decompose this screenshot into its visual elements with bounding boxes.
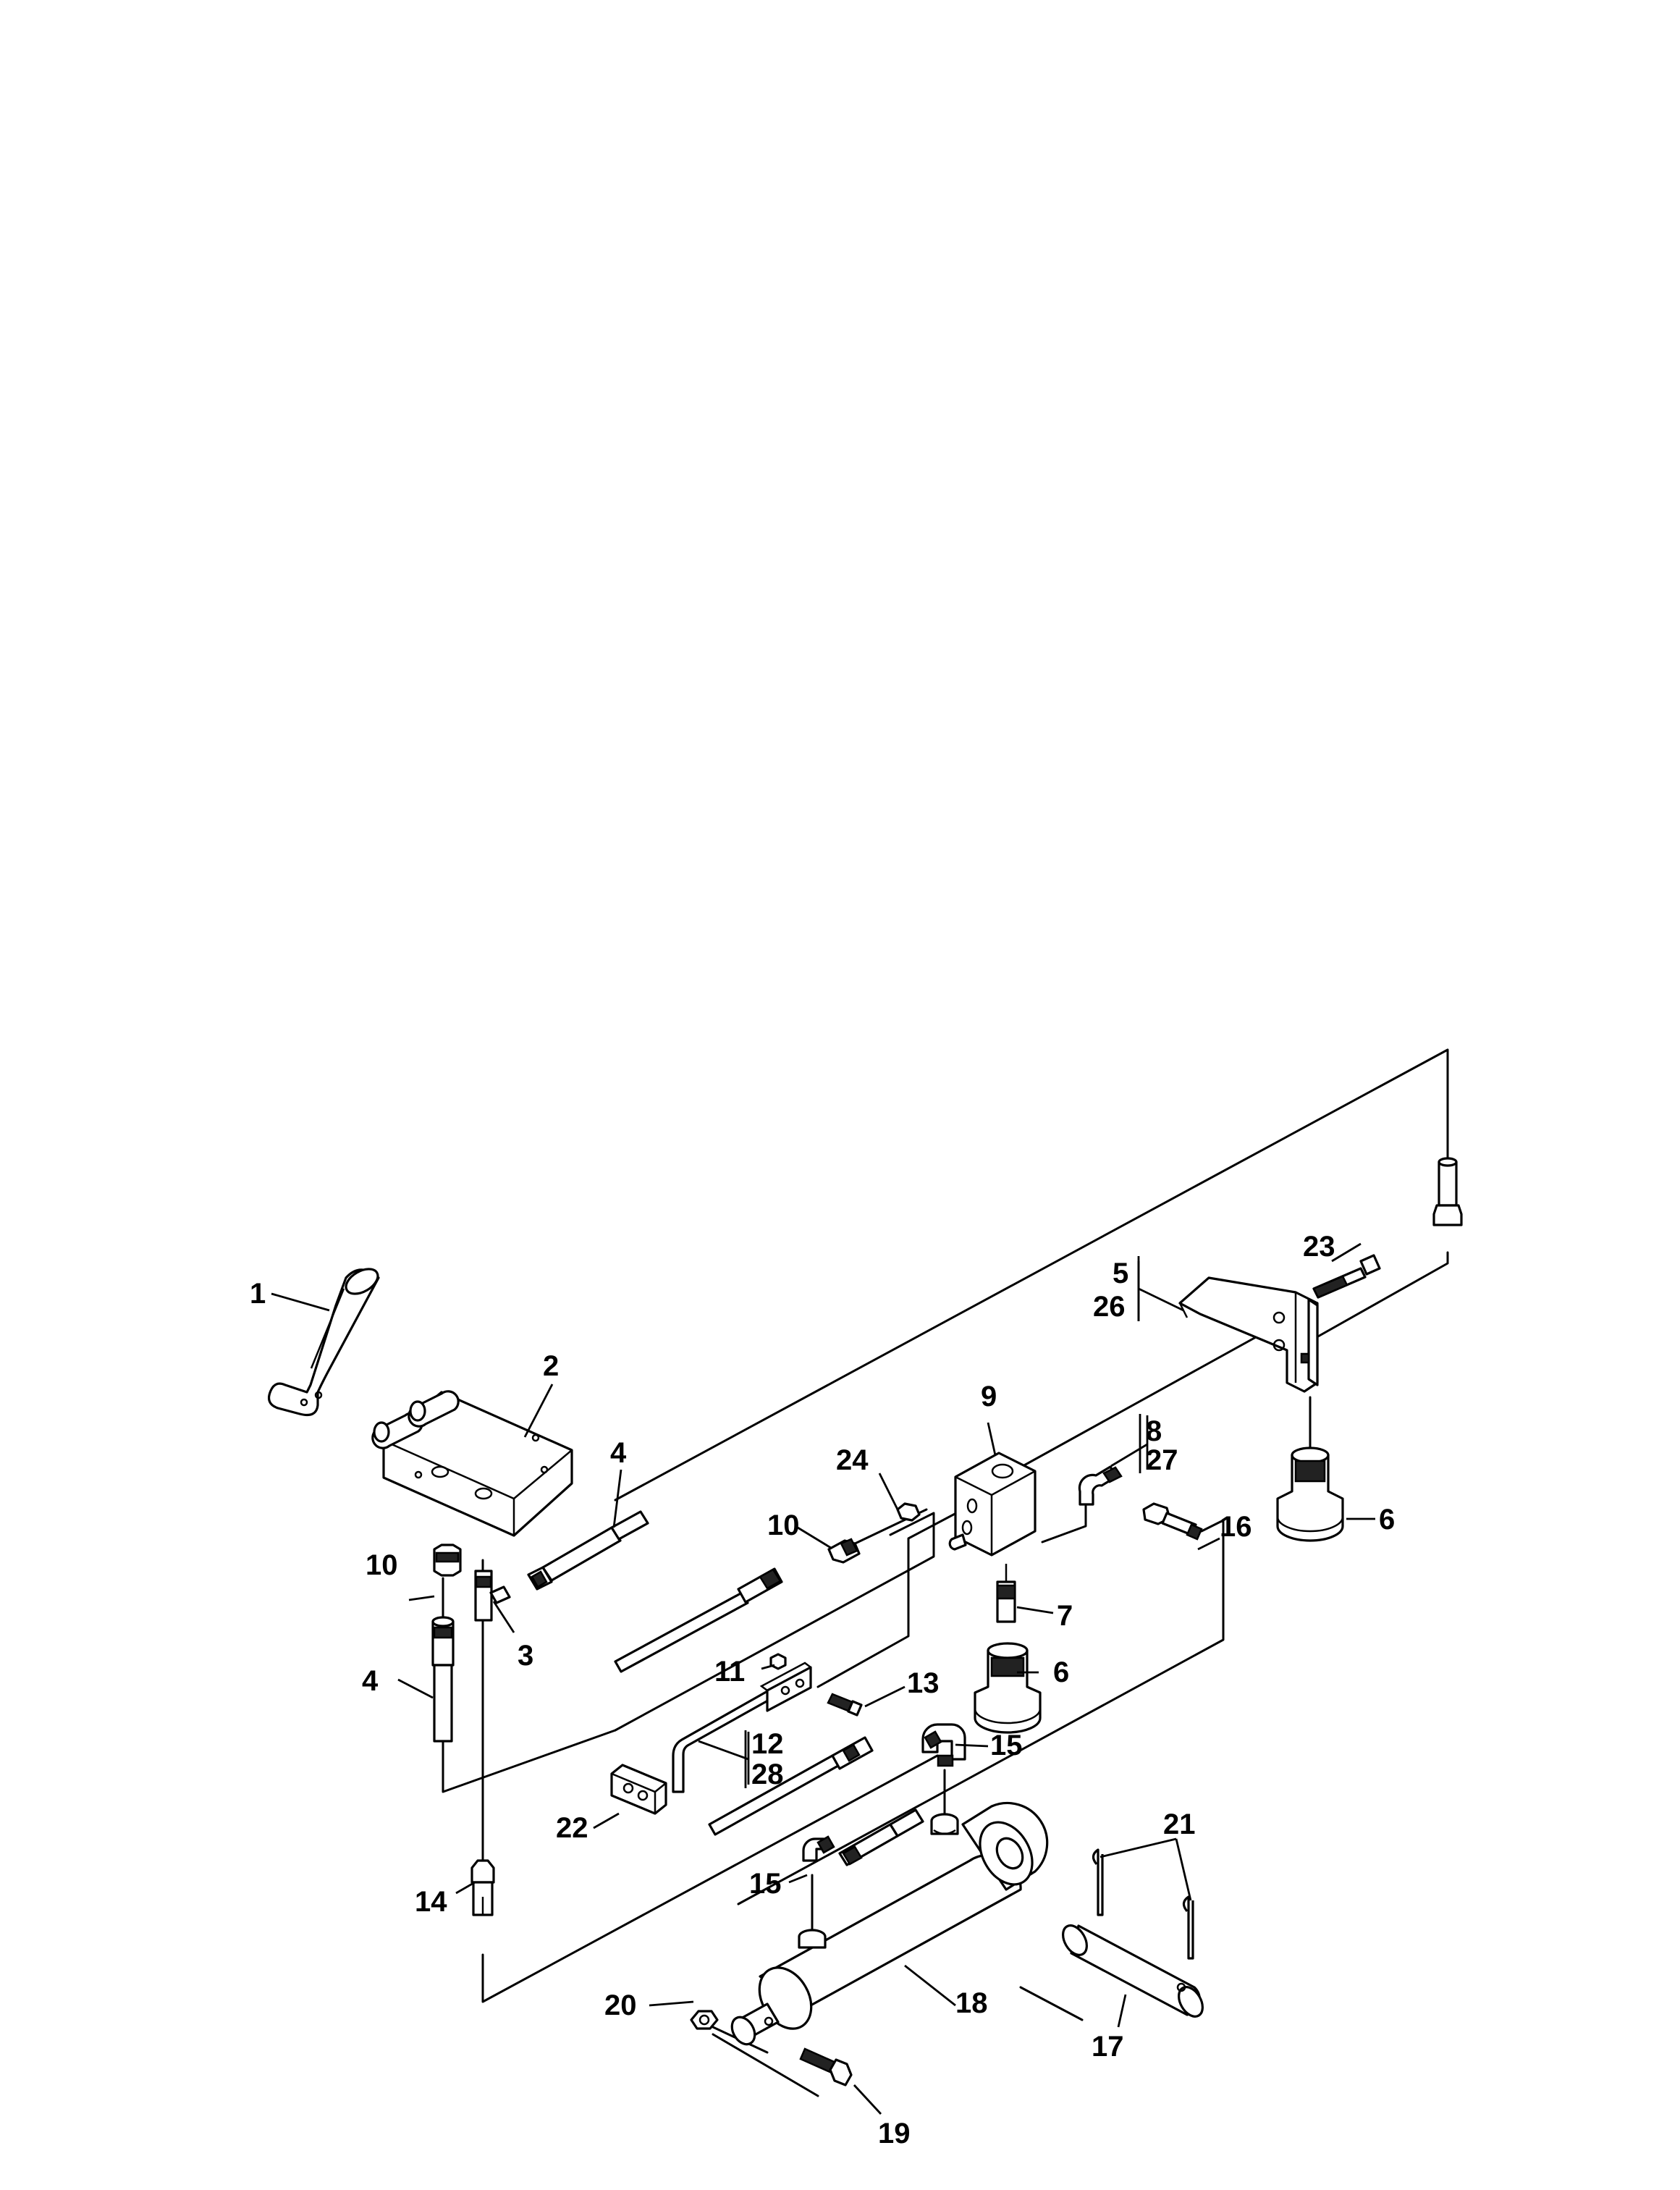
callout-19: 19 xyxy=(878,2118,911,2149)
callout-16: 16 xyxy=(1220,1511,1252,1543)
callout-8: 8 xyxy=(1146,1415,1162,1447)
bolt-23 xyxy=(1312,1254,1381,1299)
quick-coupler-center xyxy=(974,1642,1042,1734)
lever-handle xyxy=(268,1268,380,1417)
callout-2: 2 xyxy=(543,1350,559,1382)
callout-15a: 15 xyxy=(990,1730,1023,1761)
hose-4-vertical xyxy=(431,1616,455,1743)
callout-4b: 4 xyxy=(362,1665,379,1697)
callout-20: 20 xyxy=(604,1989,637,2021)
top-right-fitting xyxy=(1432,1157,1463,1226)
callout-14: 14 xyxy=(415,1886,447,1918)
callout-23: 23 xyxy=(1303,1231,1335,1263)
fitting-10-center xyxy=(827,1538,861,1564)
nut-24 xyxy=(896,1502,921,1522)
hose-4-angled xyxy=(527,1510,649,1591)
callout-26: 26 xyxy=(1093,1291,1126,1323)
callout-10b: 10 xyxy=(767,1509,800,1541)
callout-4a: 4 xyxy=(610,1437,627,1469)
mounting-bracket xyxy=(1178,1276,1319,1393)
callout-bars xyxy=(744,1261,1141,1788)
fitting-14 xyxy=(470,1859,495,1916)
elbow-8 xyxy=(1078,1465,1123,1506)
clip-21-left xyxy=(1092,1848,1104,1916)
callout-5: 5 xyxy=(1113,1258,1128,1289)
callout-3: 3 xyxy=(518,1640,533,1672)
bolt-19 xyxy=(799,2047,853,2086)
fitting-10-left xyxy=(433,1543,462,1577)
lever-bar-12 xyxy=(672,1662,812,1793)
callout-labels: 1 2 3 4 4 5 26 6 6 7 8 27 9 10 10 11 12 … xyxy=(250,1231,1395,2149)
nipple-7 xyxy=(996,1564,1016,1623)
valve-block xyxy=(371,1390,573,1537)
callout-7: 7 xyxy=(1057,1600,1073,1632)
clip-21-right xyxy=(1182,1895,1194,1960)
callout-18: 18 xyxy=(955,1987,988,2019)
plate-22 xyxy=(610,1764,667,1815)
callout-6b: 6 xyxy=(1053,1656,1069,1688)
long-hose-mid xyxy=(614,1567,783,1673)
quick-coupler-right xyxy=(1276,1446,1344,1542)
tee-fitting-3 xyxy=(474,1570,511,1622)
fitting-16 xyxy=(1142,1502,1203,1541)
callout-11: 11 xyxy=(714,1656,745,1688)
nut-20 xyxy=(690,2010,719,2030)
elbow-15-upper xyxy=(921,1723,966,1767)
callout-10a: 10 xyxy=(366,1549,398,1581)
callout-6a: 6 xyxy=(1379,1504,1395,1536)
callout-28: 28 xyxy=(751,1759,784,1790)
manifold-block xyxy=(948,1452,1037,1557)
callout-9: 9 xyxy=(981,1381,997,1412)
callout-17: 17 xyxy=(1092,2031,1124,2063)
callout-15b: 15 xyxy=(749,1868,782,1900)
bolt-13 xyxy=(827,1693,863,1717)
callout-12: 12 xyxy=(751,1728,784,1760)
callout-21: 21 xyxy=(1163,1808,1196,1840)
callout-22: 22 xyxy=(556,1812,588,1844)
callout-1: 1 xyxy=(250,1278,266,1310)
callout-27: 27 xyxy=(1146,1444,1178,1476)
hose-routing-lines xyxy=(442,1048,1449,2097)
hydraulic-cylinder-18 xyxy=(730,1801,1049,2046)
callout-13: 13 xyxy=(907,1667,940,1699)
leader-lines xyxy=(271,1242,1375,2115)
pin-17 xyxy=(1062,1924,1204,2018)
long-hose-lower xyxy=(708,1736,924,1866)
callout-24: 24 xyxy=(836,1444,869,1476)
elbow-15-lower xyxy=(802,1835,835,1862)
